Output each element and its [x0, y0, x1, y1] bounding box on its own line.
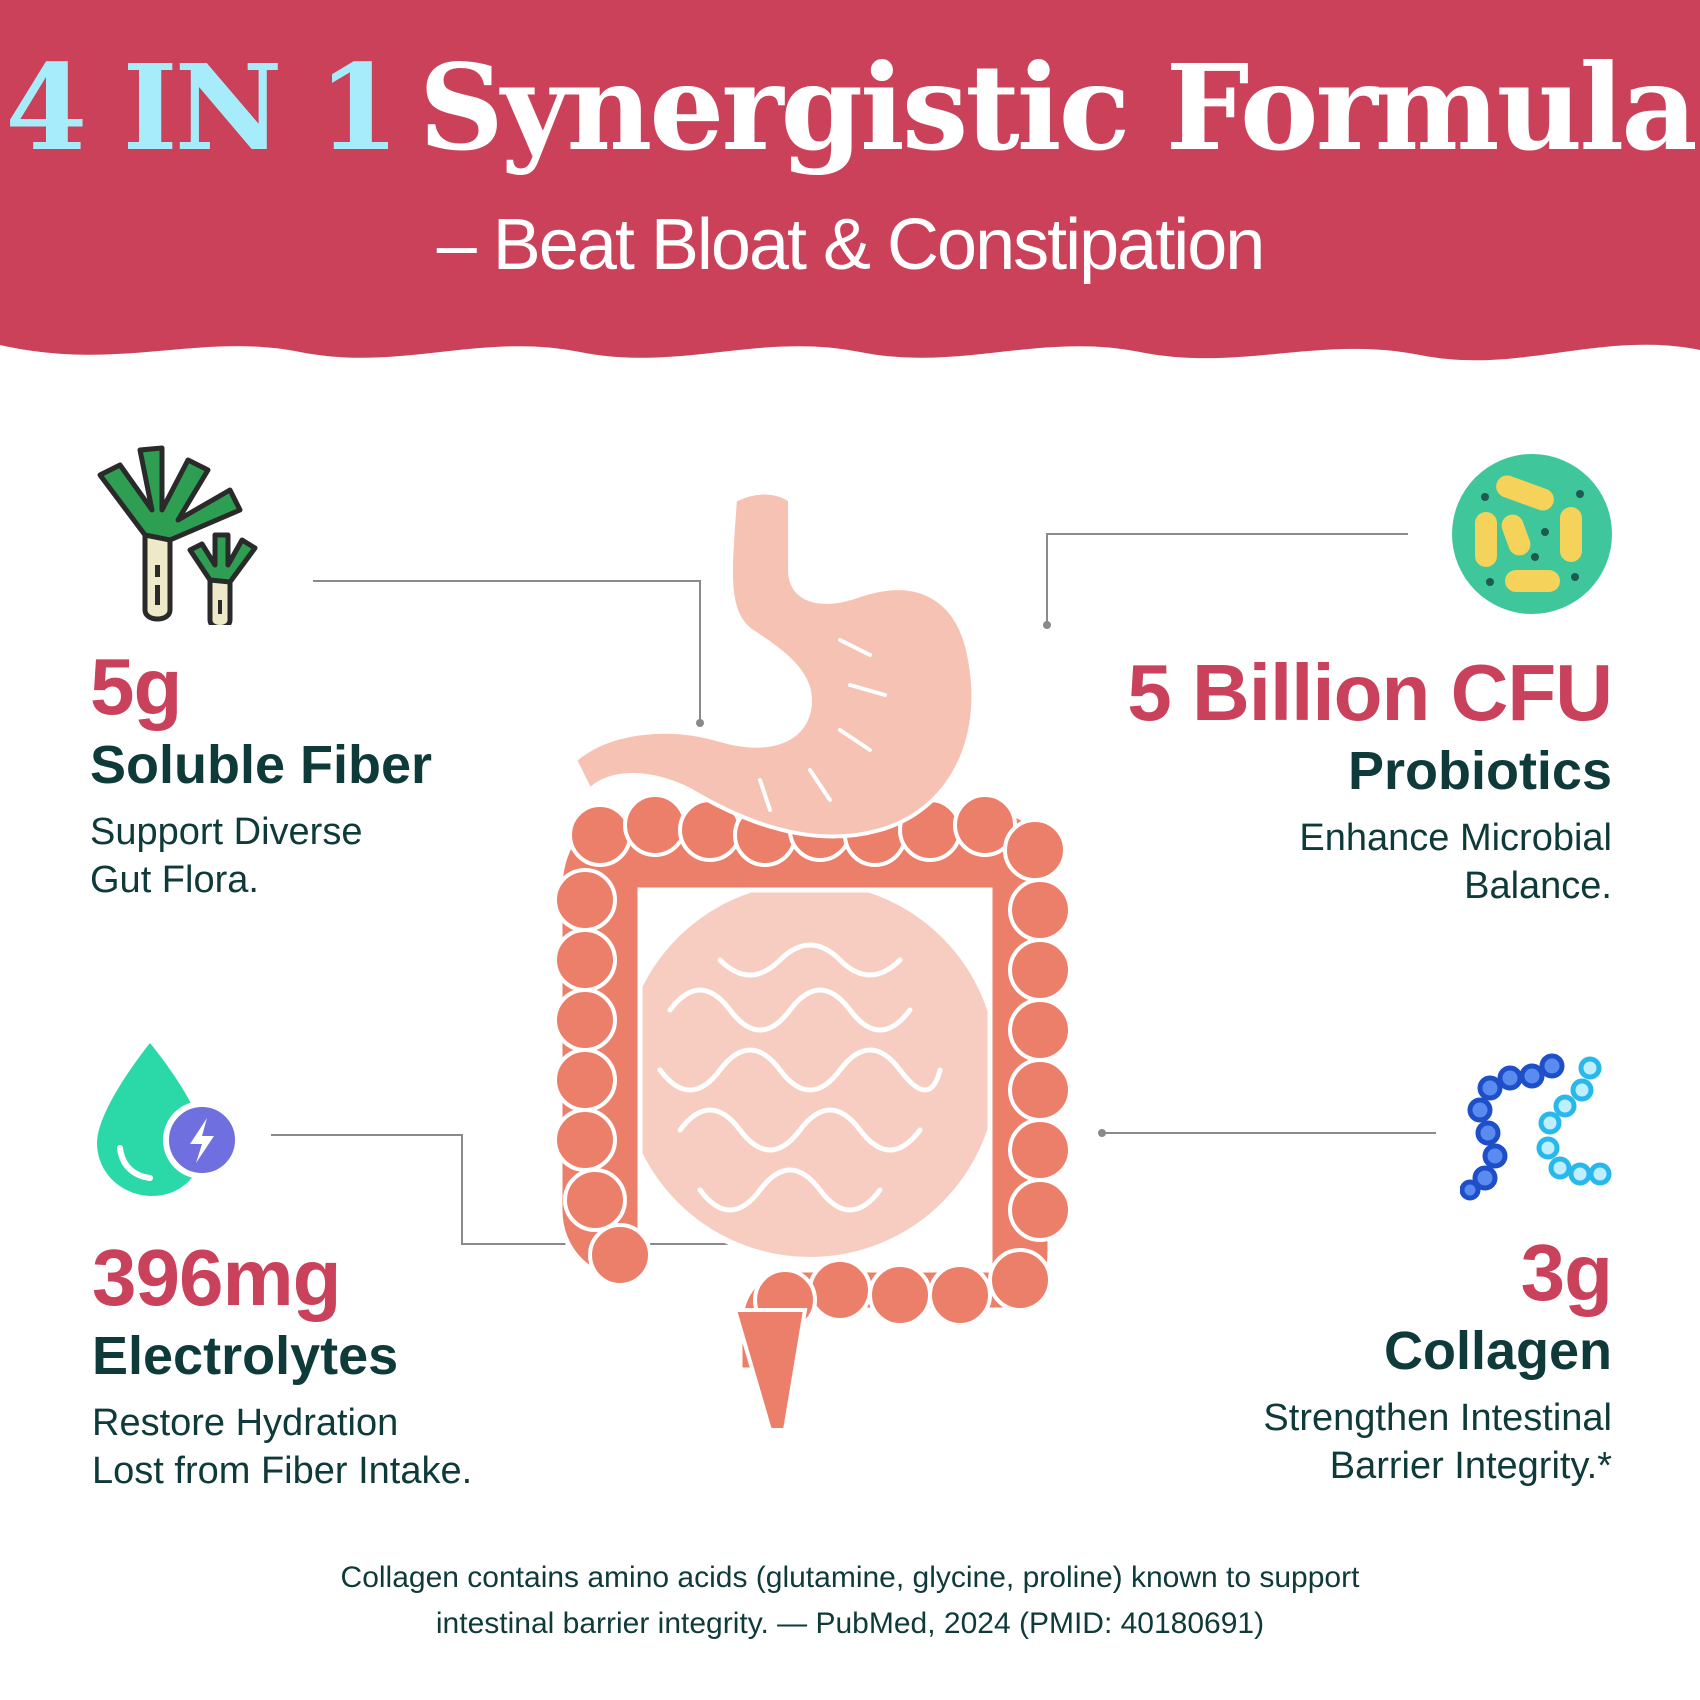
probiotics-desc-line1: Enhance Microbial — [1299, 817, 1612, 859]
probiotics-description: Enhance Microbial Balance. — [1127, 814, 1612, 910]
probiotics-desc-line2: Balance. — [1464, 865, 1612, 907]
probiotics-amount: 5 Billion CFU — [1127, 648, 1613, 737]
electrolytes-description: Restore Hydration Lost from Fiber Intake… — [92, 1399, 472, 1495]
electrolytes-block: 396mg Electrolytes Restore Hydration Los… — [92, 1233, 472, 1495]
electrolytes-desc-line2: Lost from Fiber Intake. — [92, 1450, 473, 1492]
electrolytes-name: Electrolytes — [92, 1326, 399, 1386]
fiber-name: Soluble Fiber — [90, 735, 433, 795]
collagen-chain-icon — [1460, 1053, 1612, 1201]
fiber-block: 5g Soluble Fiber Support Diverse Gut Flo… — [90, 642, 432, 904]
fiber-description: Support Diverse Gut Flora. — [90, 808, 432, 904]
wavy-banner-background — [0, 0, 1700, 361]
digestive-system-illustration — [553, 490, 1072, 1432]
fiber-desc-line1: Support Diverse — [90, 811, 363, 853]
probiotics-block: 5 Billion CFU Probiotics Enhance Microbi… — [1127, 648, 1613, 910]
connector-probiotics — [1046, 533, 1408, 625]
collagen-description: Strengthen Intestinal Barrier Integrity.… — [1263, 1394, 1612, 1490]
probiotics-name: Probiotics — [1347, 741, 1612, 801]
electrolytes-desc-line1: Restore Hydration — [92, 1402, 399, 1444]
fiber-desc-line2: Gut Flora. — [90, 859, 259, 901]
footnote-line1: Collagen contains amino acids (glutamine… — [340, 1561, 1360, 1594]
collagen-block: 3g Collagen Strengthen Intestinal Barrie… — [1263, 1228, 1613, 1490]
fiber-amount: 5g — [90, 642, 182, 731]
water-drop-bolt-icon — [97, 1043, 241, 1196]
collagen-name: Collagen — [1383, 1321, 1612, 1381]
collagen-amount: 3g — [1520, 1228, 1613, 1317]
electrolytes-amount: 396mg — [92, 1233, 341, 1322]
rectum — [732, 1308, 808, 1432]
footnote: Collagen contains amino acids (glutamine… — [150, 1555, 1550, 1647]
page-subtitle: – Beat Bloat & Constipation — [436, 205, 1266, 285]
stomach — [572, 490, 976, 839]
title-main: Synergistic Formula — [418, 38, 1698, 177]
collagen-desc-line1: Strengthen Intestinal — [1263, 1397, 1612, 1439]
title-accent: 4 IN 1 — [5, 38, 399, 177]
footnote-line2: intestinal barrier integrity. — PubMed, … — [435, 1607, 1265, 1640]
collagen-desc-line2: Barrier Integrity.* — [1329, 1445, 1612, 1487]
bacteria-icon — [1452, 454, 1612, 614]
small-intestine — [617, 877, 1003, 1263]
connector-fiber — [313, 580, 701, 723]
leek-icon — [97, 445, 258, 625]
